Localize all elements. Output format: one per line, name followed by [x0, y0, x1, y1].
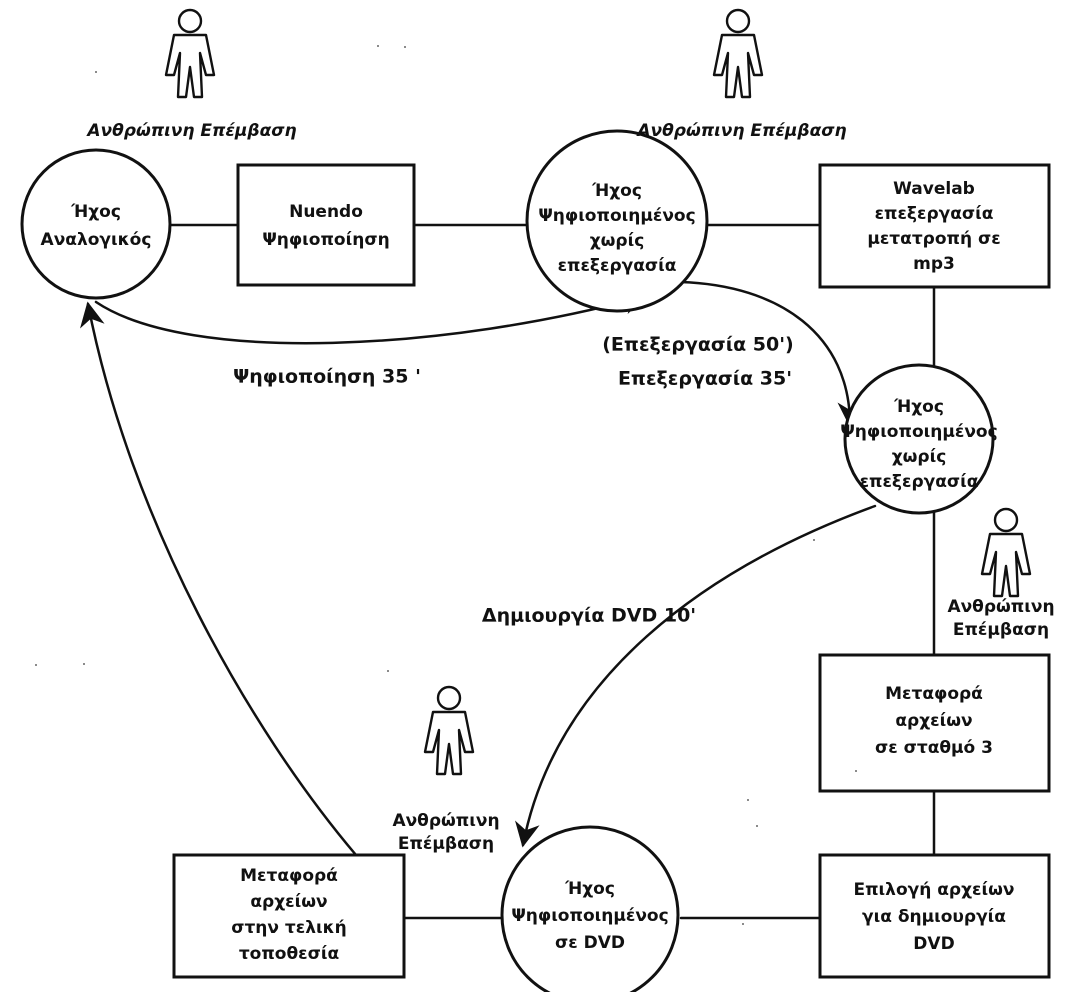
- select-files-dvd-line-1: Επιλογή αρχείων: [854, 880, 1015, 900]
- wavelab-line-3: μετατροπή σε: [867, 229, 1000, 249]
- human-intervention-label-top-middle: Ανθρώπινη Επέμβαση: [635, 121, 846, 141]
- select-files-dvd-line-2: για δημιουργία: [862, 907, 1006, 927]
- transfer-final-line-4: τοποθεσία: [239, 944, 339, 964]
- digitized-unprocessed-1-line-4: επεξεργασία: [558, 256, 677, 276]
- scan-speck: [387, 670, 389, 672]
- node-select-files-dvd: [818, 853, 1051, 979]
- transfer-station3-text: Μεταφορά αρχείων σε σταθμό 3: [875, 684, 993, 758]
- arrow-analog-to-digitized: [94, 289, 649, 345]
- scan-speck: [35, 664, 37, 666]
- dvd-creation-time-label: Δημιουργία DVD 10': [482, 605, 696, 627]
- analog-sound-line-1: Ήχος: [70, 202, 121, 222]
- wavelab-line-4: mp3: [913, 254, 955, 274]
- scan-speck: [742, 923, 744, 925]
- wavelab-line-1: Wavelab: [893, 179, 975, 199]
- analog-sound-line-2: Αναλογικός: [41, 230, 152, 250]
- digitized-dvd-line-1: Ήχος: [564, 879, 615, 899]
- node-analog-sound: [20, 148, 172, 300]
- scan-speck: [95, 71, 97, 73]
- digitized-unprocessed-1-line-1: Ήχος: [591, 181, 642, 201]
- human-intervention-bottom-line-2: Επέμβαση: [398, 834, 494, 854]
- node-transfer-final: [172, 853, 406, 979]
- node-transfer-station3: [818, 653, 1051, 793]
- scan-speck: [83, 663, 85, 665]
- transfer-station3-line-2: αρχείων: [895, 711, 972, 731]
- node-digitized-unprocessed-1: [525, 129, 709, 313]
- digitized-unprocessed-1-line-2: Ψηφιοποιημένος: [538, 206, 695, 226]
- digitized-unprocessed-2-line-3: χωρίς: [892, 447, 947, 467]
- transfer-station3-line-1: Μεταφορά: [885, 684, 983, 704]
- scan-speck: [855, 770, 857, 772]
- digitization-time-label: Ψηφιοποίηση 35 ': [233, 366, 421, 388]
- person-icon: [712, 8, 764, 99]
- analog-sound-text: Ήχος Αναλογικός: [41, 202, 152, 250]
- human-intervention-label-top-left: Ανθρώπινη Επέμβαση: [85, 121, 296, 141]
- select-files-dvd-line-3: DVD: [913, 934, 954, 954]
- digitized-unprocessed-2-text: Ήχος Ψηφιοποιημένος χωρίς επεξεργασία: [840, 397, 997, 492]
- arrow-digitized2-to-dvd: [515, 504, 877, 848]
- scan-speck: [377, 45, 379, 47]
- nuendo-line-2: Ψηφιοποίηση: [262, 230, 389, 250]
- human-intervention-bottom-line-1: Ανθρώπινη: [392, 811, 499, 831]
- digitized-unprocessed-1-line-3: χωρίς: [590, 231, 645, 251]
- transfer-final-text: Μεταφορά αρχείων στην τελική τοποθεσία: [231, 866, 347, 964]
- processing-time-label: Επεξεργασία 35': [618, 368, 792, 390]
- wavelab-line-2: επεξεργασία: [875, 204, 994, 224]
- select-files-dvd-text: Επιλογή αρχείων για δημιουργία DVD: [854, 880, 1015, 954]
- digitized-unprocessed-2-line-2: Ψηφιοποιημένος: [840, 422, 997, 442]
- digitized-dvd-line-3: σε DVD: [555, 933, 625, 953]
- wavelab-text: Wavelab επεξεργασία μετατροπή σε mp3: [867, 179, 1000, 274]
- node-wavelab: [818, 163, 1051, 289]
- nuendo-line-1: Nuendo: [289, 202, 363, 222]
- transfer-final-line-2: αρχείων: [250, 892, 327, 912]
- scan-speck: [813, 539, 815, 541]
- scan-speck: [747, 799, 749, 801]
- digitized-dvd-line-2: Ψηφιοποιημένος: [511, 906, 668, 926]
- human-intervention-right-line-1: Ανθρώπινη: [947, 597, 1054, 617]
- arrow-transfer-final-to-analog: [80, 301, 358, 857]
- person-icon: [164, 8, 216, 99]
- transfer-final-line-3: στην τελική: [231, 918, 347, 938]
- transfer-station3-line-3: σε σταθμό 3: [875, 738, 993, 758]
- digitized-dvd-text: Ήχος Ψηφιοποιημένος σε DVD: [511, 879, 668, 953]
- digitized-unprocessed-2-line-4: επεξεργασία: [860, 472, 979, 492]
- nuendo-text: Nuendo Ψηφιοποίηση: [262, 202, 389, 250]
- node-digitized-dvd: [500, 825, 680, 992]
- scan-speck: [404, 46, 406, 48]
- digitized-unprocessed-2-line-1: Ήχος: [893, 397, 944, 417]
- node-digitized-unprocessed-2: [843, 363, 995, 515]
- arrow-digitized-to-digitized2: [678, 280, 863, 428]
- human-intervention-right-line-2: Επέμβαση: [953, 620, 1049, 640]
- scan-speck: [756, 825, 758, 827]
- transfer-final-line-1: Μεταφορά: [240, 866, 338, 886]
- node-nuendo: [236, 163, 416, 287]
- person-icon: [423, 685, 475, 776]
- human-intervention-label-bottom: Ανθρώπινη Επέμβαση: [392, 811, 499, 854]
- human-intervention-label-right: Ανθρώπινη Επέμβαση: [947, 597, 1054, 640]
- processing-time-alt-label: (Επεξεργασία 50'): [602, 334, 793, 356]
- person-icon: [980, 507, 1032, 598]
- digitized-unprocessed-1-text: Ήχος Ψηφιοποιημένος χωρίς επεξεργασία: [538, 181, 695, 276]
